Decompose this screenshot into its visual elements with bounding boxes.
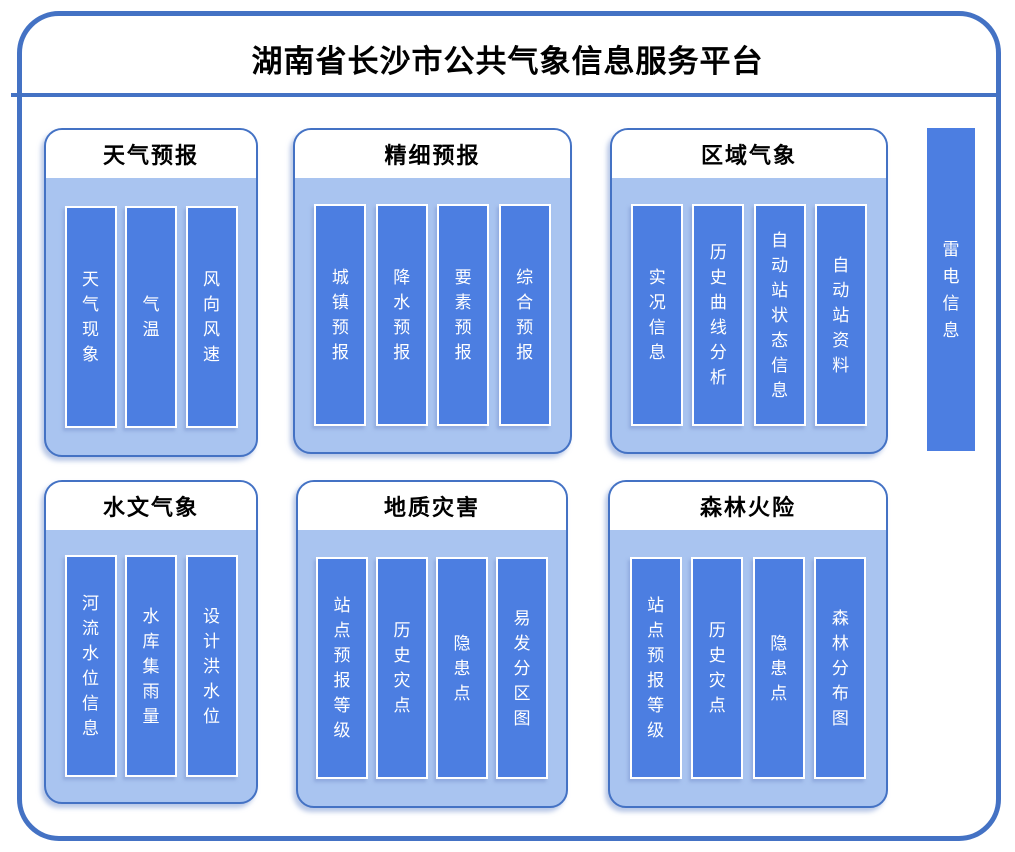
- module-bar: 气温: [125, 205, 177, 428]
- module-bar-label: 要素预报: [454, 268, 472, 362]
- section-fine-forecast: 精细预报 城镇预报 降水预报 要素预报 综合预报: [293, 128, 572, 454]
- module-bar-label: 自动站状态信息: [771, 230, 789, 400]
- module-bar: 历史曲线分析: [692, 204, 745, 426]
- module-bar-label: 历史灾点: [393, 621, 411, 715]
- module-bar-label: 气温: [142, 294, 160, 339]
- section-title: 区域气象: [612, 130, 886, 178]
- section-title: 天气预报: [46, 130, 256, 178]
- outer-frame: [17, 11, 1001, 841]
- lightning-info-label: 雷电信息: [942, 239, 960, 340]
- module-bar-label: 易发分区图: [513, 608, 531, 728]
- module-bar-label: 隐患点: [453, 633, 471, 703]
- module-bar-label: 综合预报: [516, 268, 534, 362]
- module-bar: 要素预报: [437, 204, 490, 426]
- section-body: 站点预报等级 历史灾点 隐患点 易发分区图: [298, 530, 566, 806]
- module-bar: 天气现象: [64, 205, 117, 428]
- module-bar-label: 降水预报: [393, 268, 411, 362]
- section-forest-fire-risk: 森林火险 站点预报等级 历史灾点 隐患点 森林分布图: [608, 480, 888, 808]
- module-bar: 实况信息: [631, 204, 684, 426]
- section-body: 城镇预报 降水预报 要素预报 综合预报: [295, 178, 570, 452]
- module-bar: 自动站状态信息: [753, 204, 806, 426]
- module-bar-label: 天气现象: [82, 269, 99, 364]
- section-hydrology-meteorology: 水文气象 河流水位信息 水库集雨量 设计洪水位: [44, 480, 258, 804]
- module-bar-label: 站点预报等级: [647, 596, 665, 740]
- section-body: 实况信息 历史曲线分析 自动站状态信息 自动站资料: [612, 178, 886, 452]
- section-title: 森林火险: [610, 482, 886, 530]
- page-title: 湖南省长沙市公共气象信息服务平台: [251, 44, 764, 79]
- module-bar: 站点预报等级: [316, 557, 368, 779]
- module-bar: 设计洪水位: [185, 555, 238, 777]
- section-weather-forecast: 天气预报 天气现象 气温 风向风速: [44, 128, 258, 457]
- module-bar: 隐患点: [752, 557, 805, 779]
- module-bar: 风向风速: [185, 205, 238, 428]
- title-divider-line: [11, 93, 1001, 97]
- module-bar: 水库集雨量: [125, 555, 177, 777]
- module-bar-label: 历史灾点: [708, 621, 726, 715]
- section-title: 水文气象: [46, 482, 256, 530]
- module-bar: 河流水位信息: [64, 555, 117, 777]
- module-bar: 森林分布图: [814, 557, 867, 779]
- module-bar-label: 实况信息: [648, 268, 666, 362]
- module-bar-label: 站点预报等级: [333, 596, 351, 740]
- module-bar: 自动站资料: [814, 204, 867, 426]
- module-bar: 城镇预报: [314, 204, 367, 426]
- module-bar-label: 设计洪水位: [203, 606, 220, 726]
- module-bar-label: 隐患点: [770, 633, 788, 703]
- section-body: 河流水位信息 水库集雨量 设计洪水位: [46, 530, 256, 802]
- module-bar-label: 自动站资料: [832, 255, 850, 375]
- lightning-info-bar: 雷电信息: [927, 128, 975, 451]
- module-bar-label: 风向风速: [203, 269, 220, 364]
- module-bar: 降水预报: [375, 204, 428, 426]
- section-title: 地质灾害: [298, 482, 566, 530]
- section-body: 站点预报等级 历史灾点 隐患点 森林分布图: [610, 530, 886, 806]
- module-bar-label: 水库集雨量: [142, 606, 160, 726]
- module-bar: 历史灾点: [376, 557, 428, 779]
- module-bar: 站点预报等级: [629, 557, 682, 779]
- section-title: 精细预报: [295, 130, 570, 178]
- module-bar: 综合预报: [498, 204, 551, 426]
- section-regional-meteorology: 区域气象 实况信息 历史曲线分析 自动站状态信息 自动站资料: [610, 128, 888, 454]
- section-geological-disaster: 地质灾害 站点预报等级 历史灾点 隐患点 易发分区图: [296, 480, 568, 808]
- module-bar: 易发分区图: [496, 557, 548, 779]
- module-bar-label: 城镇预报: [331, 268, 349, 362]
- section-body: 天气现象 气温 风向风速: [46, 178, 256, 455]
- module-bar: 隐患点: [436, 557, 488, 779]
- module-bar-label: 河流水位信息: [82, 594, 99, 738]
- module-bar-label: 森林分布图: [831, 608, 849, 728]
- module-bar-label: 历史曲线分析: [709, 243, 727, 387]
- module-bar: 历史灾点: [691, 557, 744, 779]
